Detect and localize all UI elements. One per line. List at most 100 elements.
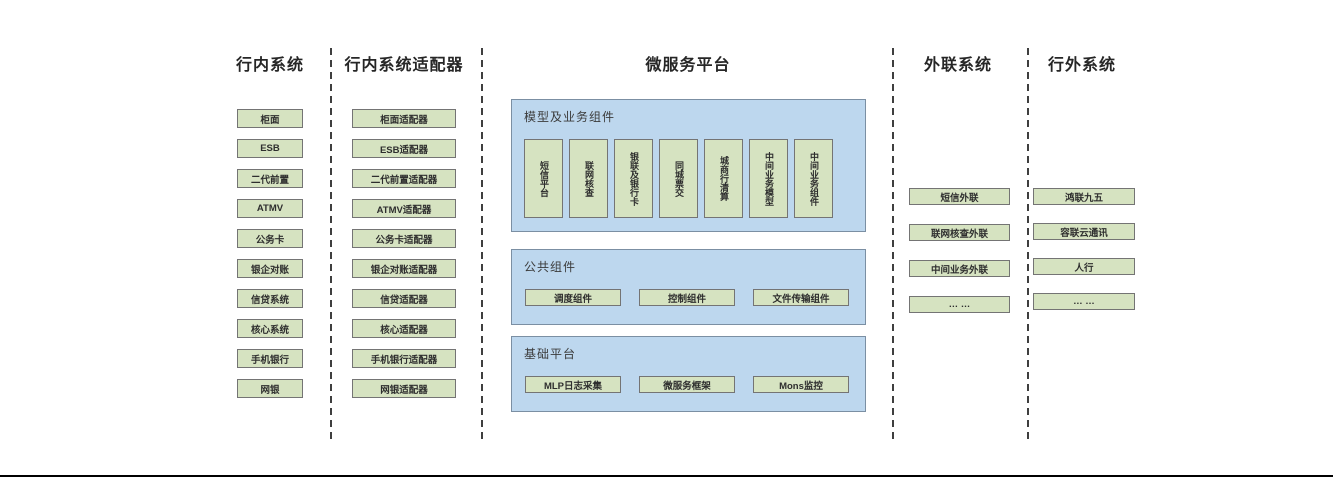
system-box-label: ATMV <box>256 203 284 214</box>
component-box-label: 银联及银行卡 <box>629 151 639 206</box>
system-box-label: 二代前置 <box>250 174 289 186</box>
panel-model-business-components-label: 模型及业务组件 <box>524 110 616 124</box>
system-box: 手机银行 <box>237 349 303 368</box>
external-link-box-label: 联网核查外联 <box>930 228 988 240</box>
component-box: 控制组件 <box>639 289 735 306</box>
adapter-box: ESB适配器 <box>352 139 456 158</box>
in-bank-systems-list: 柜面 ESB 二代前置 ATMV 公务卡 银企对账 信贷系统 <box>237 109 303 398</box>
external-link-box-label: … … <box>948 299 971 310</box>
external-link-box: 联网核查外联 <box>909 224 1010 241</box>
common-components-list: 调度组件 控制组件 文件传输组件 <box>525 289 849 306</box>
component-box-label: 文件传输组件 <box>772 293 830 305</box>
outside-bank-box-label: 鸿联九五 <box>1064 192 1103 204</box>
panel-model-business-components: 模型及业务组件 短信平台 联网核查 银联及银行卡 同城票交 <box>511 99 866 232</box>
component-box-vertical: 中间业务模型 <box>749 139 788 218</box>
panel-base-platform: 基础平台 MLP日志采集 微服务框架 Mons监控 <box>511 336 866 412</box>
system-box-label: ESB <box>260 143 280 154</box>
component-box-label: 城商行清算 <box>719 156 729 201</box>
adapter-box-label: 手机银行适配器 <box>370 354 438 366</box>
system-box-label: 网银 <box>260 384 280 396</box>
component-box-vertical: 短信平台 <box>524 139 563 218</box>
platform-box-label: MLP日志采集 <box>543 380 603 392</box>
component-box-vertical: 中间业务组件 <box>794 139 833 218</box>
external-link-box: 中间业务外联 <box>909 260 1010 277</box>
outside-bank-box: 人行 <box>1033 258 1135 275</box>
model-business-components-list: 短信平台 联网核查 银联及银行卡 同城票交 城商行清算 <box>524 139 833 218</box>
column-separator <box>481 48 483 443</box>
system-box-label: 柜面 <box>260 114 280 126</box>
adapter-box-label: ESB适配器 <box>379 144 429 156</box>
panel-common-components-label: 公共组件 <box>524 260 577 274</box>
in-bank-adapters-list: 柜面适配器 ESB适配器 二代前置适配器 ATMV适配器 公务卡适配器 银企对账… <box>352 109 456 398</box>
outside-bank-box-label: 容联云通讯 <box>1060 227 1108 239</box>
component-box: 文件传输组件 <box>753 289 849 306</box>
adapter-box: 银企对账适配器 <box>352 259 456 278</box>
system-box: ATMV <box>237 199 303 218</box>
external-link-box: 短信外联 <box>909 188 1010 205</box>
system-box: 柜面 <box>237 109 303 128</box>
outside-bank-systems-list: 鸿联九五 容联云通讯 人行 … … <box>1033 188 1135 310</box>
system-box: ESB <box>237 139 303 158</box>
component-box-label: 中间业务模型 <box>764 151 774 206</box>
title-microservice-platform: 微服务平台 <box>645 57 731 74</box>
adapter-box: ATMV适配器 <box>352 199 456 218</box>
title-in-bank-systems: 行内系统 <box>235 57 305 74</box>
adapter-box-label: 网银适配器 <box>380 384 428 396</box>
system-box: 信贷系统 <box>237 289 303 308</box>
bottom-rule <box>0 475 1333 477</box>
external-link-systems-list: 短信外联 联网核查外联 中间业务外联 … … <box>909 188 1010 313</box>
external-link-box-label: 短信外联 <box>940 192 979 204</box>
component-box-label: 控制组件 <box>667 293 706 305</box>
component-box-vertical: 城商行清算 <box>704 139 743 218</box>
adapter-box: 网银适配器 <box>352 379 456 398</box>
outside-bank-box-label: 人行 <box>1074 262 1094 274</box>
adapter-box: 公务卡适配器 <box>352 229 456 248</box>
adapter-box: 二代前置适配器 <box>352 169 456 188</box>
base-platform-list: MLP日志采集 微服务框架 Mons监控 <box>525 376 849 393</box>
system-box: 公务卡 <box>237 229 303 248</box>
external-link-box-label: 中间业务外联 <box>930 264 988 276</box>
external-link-box: … … <box>909 296 1010 313</box>
component-box-label: 联网核查 <box>584 160 594 197</box>
outside-bank-box: … … <box>1033 293 1135 310</box>
system-box-label: 公务卡 <box>255 234 285 246</box>
panel-common-components: 公共组件 调度组件 控制组件 文件传输组件 <box>511 249 866 325</box>
platform-box-label: 微服务框架 <box>663 380 711 392</box>
adapter-box-label: 银企对账适配器 <box>370 264 438 276</box>
platform-box-label: Mons监控 <box>779 380 823 392</box>
component-box-vertical: 银联及银行卡 <box>614 139 653 218</box>
column-separator <box>330 48 332 443</box>
platform-box: MLP日志采集 <box>525 376 621 393</box>
component-box-vertical: 同城票交 <box>659 139 698 218</box>
outside-bank-box: 容联云通讯 <box>1033 223 1135 240</box>
adapter-box-label: 公务卡适配器 <box>375 234 433 246</box>
system-box: 银企对账 <box>237 259 303 278</box>
component-box-label: 同城票交 <box>674 160 684 197</box>
adapter-box-label: 核心适配器 <box>380 324 428 336</box>
column-separator <box>892 48 894 443</box>
component-box: 调度组件 <box>525 289 621 306</box>
system-box-label: 信贷系统 <box>250 294 289 306</box>
system-box-label: 手机银行 <box>250 354 289 366</box>
adapter-box-label: 柜面适配器 <box>380 114 428 126</box>
title-external-link-systems: 外联系统 <box>923 57 993 74</box>
adapter-box-label: 二代前置适配器 <box>370 174 438 186</box>
component-box-vertical: 联网核查 <box>569 139 608 218</box>
outside-bank-box-label: … … <box>1073 296 1095 307</box>
adapter-box: 核心适配器 <box>352 319 456 338</box>
system-box-label: 银企对账 <box>250 264 289 276</box>
component-box-label: 调度组件 <box>553 293 592 305</box>
component-box-label: 短信平台 <box>539 160 549 197</box>
outside-bank-box: 鸿联九五 <box>1033 188 1135 205</box>
adapter-box: 柜面适配器 <box>352 109 456 128</box>
adapter-box-label: ATMV适配器 <box>376 204 432 216</box>
panel-base-platform-label: 基础平台 <box>524 347 577 361</box>
platform-box: Mons监控 <box>753 376 849 393</box>
column-separator <box>1027 48 1029 443</box>
component-box-label: 中间业务组件 <box>809 151 819 206</box>
platform-box: 微服务框架 <box>639 376 735 393</box>
adapter-box-label: 信贷适配器 <box>380 294 428 306</box>
title-outside-bank-systems: 行外系统 <box>1047 57 1117 74</box>
system-box: 核心系统 <box>237 319 303 338</box>
